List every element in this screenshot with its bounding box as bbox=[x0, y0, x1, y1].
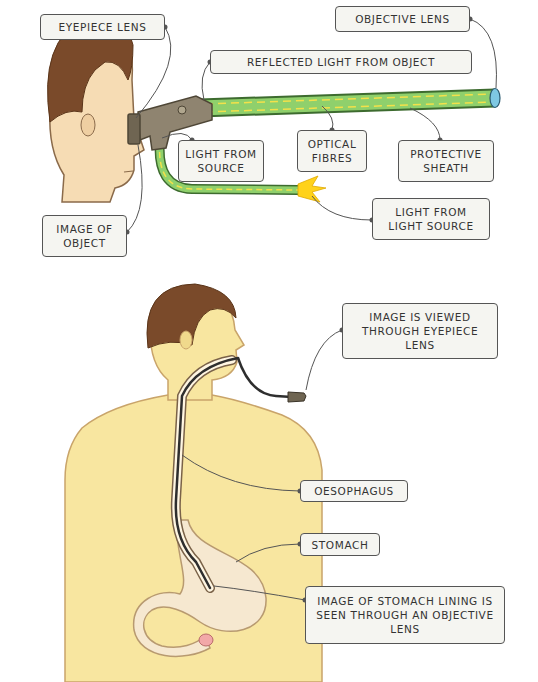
callout-text: STOMACH bbox=[312, 538, 369, 552]
patient-ear bbox=[180, 331, 192, 349]
callout-box: OESOPHAGUS bbox=[300, 480, 408, 502]
leader-line bbox=[136, 27, 171, 118]
callout-box: OBJECTIVE LENS bbox=[335, 6, 470, 32]
callout-box: EYEPIECE LENS bbox=[40, 14, 165, 40]
leader-line bbox=[410, 108, 440, 140]
tube-fibres-b bbox=[205, 102, 493, 112]
tube-fibres-a bbox=[205, 94, 493, 104]
callout-text: EYEPIECE LENS bbox=[59, 20, 147, 34]
intestine-end bbox=[199, 634, 213, 646]
ear bbox=[81, 114, 95, 136]
objective-lens bbox=[490, 89, 500, 108]
callout-text: OBJECTIVE LENS bbox=[355, 12, 450, 26]
callout-text: OPTICAL FIBRES bbox=[303, 137, 361, 165]
leader-line bbox=[182, 455, 300, 491]
callout-box: LIGHT FROM LIGHT SOURCE bbox=[372, 198, 490, 240]
leader-line bbox=[236, 544, 300, 562]
scope-outside bbox=[238, 358, 292, 397]
leader-dots-bottom bbox=[298, 328, 345, 603]
callout-text: OESOPHAGUS bbox=[314, 484, 394, 498]
eyepiece bbox=[128, 114, 140, 144]
leader-line bbox=[322, 106, 333, 130]
leader-line bbox=[127, 145, 142, 232]
callout-text: LIGHT FROM SOURCE bbox=[184, 147, 258, 175]
leader-line bbox=[214, 586, 305, 600]
callout-box: STOMACH bbox=[300, 533, 380, 556]
scope-eyepiece bbox=[288, 392, 306, 402]
scope-inside bbox=[176, 358, 238, 588]
callout-text: LIGHT FROM LIGHT SOURCE bbox=[378, 205, 484, 233]
leader-line bbox=[470, 19, 496, 88]
leader-line bbox=[202, 62, 210, 100]
callout-text: IMAGE OF STOMACH LINING IS SEEN THROUGH … bbox=[311, 594, 499, 636]
callout-box: IMAGE OF OBJECT bbox=[42, 215, 127, 257]
leader-line bbox=[306, 330, 342, 390]
light-cable-outline bbox=[160, 140, 298, 190]
callout-text: IMAGE OF OBJECT bbox=[48, 222, 121, 250]
mouth bbox=[124, 171, 133, 172]
leader-lines-bottom bbox=[182, 330, 342, 600]
callout-box: LIGHT FROM SOURCE bbox=[178, 140, 264, 182]
callout-box: IMAGE IS VIEWED THROUGH EYEPIECE LENS bbox=[342, 303, 498, 359]
body-torso bbox=[65, 395, 322, 682]
callout-text: PROTECTIVE SHEATH bbox=[404, 147, 488, 175]
patient-hair bbox=[147, 284, 236, 348]
leader-line bbox=[312, 196, 372, 220]
callout-text: REFLECTED LIGHT FROM OBJECT bbox=[247, 55, 435, 69]
stomach bbox=[134, 520, 266, 656]
callout-box: REFLECTED LIGHT FROM OBJECT bbox=[210, 50, 472, 74]
callout-box: PROTECTIVE SHEATH bbox=[398, 140, 494, 182]
light-cable bbox=[160, 140, 298, 190]
light-source-glow bbox=[298, 176, 326, 202]
callout-text: IMAGE IS VIEWED THROUGH EYEPIECE LENS bbox=[348, 310, 492, 352]
handle-knob bbox=[178, 106, 186, 114]
callout-box: IMAGE OF STOMACH LINING IS SEEN THROUGH … bbox=[305, 586, 505, 644]
callout-box: OPTICAL FIBRES bbox=[297, 130, 367, 172]
